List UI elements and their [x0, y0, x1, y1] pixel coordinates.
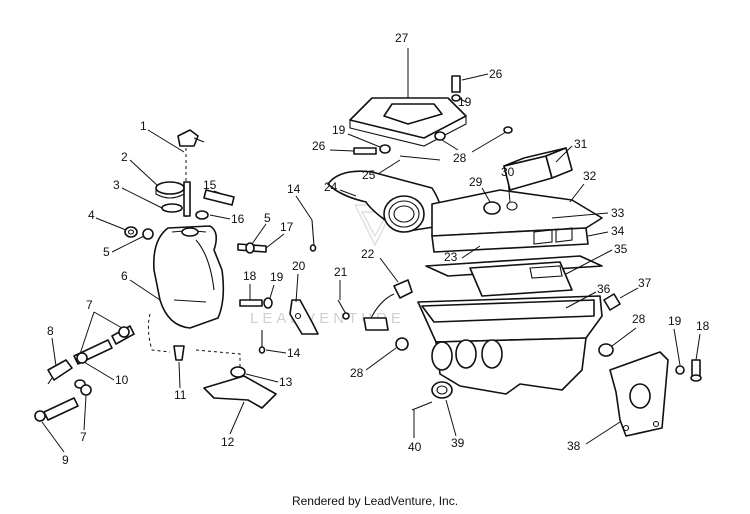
callout-19c: 19 — [332, 123, 346, 137]
callout-13: 13 — [279, 375, 293, 389]
callout-32: 32 — [583, 169, 597, 183]
callout-24: 24 — [324, 180, 338, 194]
callout-34: 34 — [611, 224, 625, 238]
callout-29: 29 — [469, 175, 483, 189]
callout-36: 36 — [597, 282, 611, 296]
callout-8: 8 — [47, 324, 54, 338]
callout-16: 16 — [231, 212, 245, 226]
callout-19d: 19 — [668, 314, 682, 328]
callout-5b: 5 — [103, 245, 110, 259]
callout-7a: 7 — [86, 298, 93, 312]
callout-25: 25 — [362, 168, 376, 182]
callout-6: 6 — [121, 269, 128, 283]
callout-28b: 28 — [350, 366, 364, 380]
callout-33: 33 — [611, 206, 625, 220]
callout-38: 38 — [567, 439, 581, 453]
airbox-assembly — [327, 75, 702, 437]
callout-11: 11 — [174, 388, 187, 402]
callout-35: 35 — [614, 242, 628, 256]
callout-1: 1 — [140, 119, 147, 133]
callout-17: 17 — [280, 220, 294, 234]
callout-37: 37 — [638, 276, 652, 290]
callout-20: 20 — [292, 259, 306, 273]
callout-23: 23 — [444, 250, 458, 264]
callout-26b: 26 — [312, 139, 326, 153]
callout-9: 9 — [62, 453, 69, 467]
callout-28a: 28 — [453, 151, 467, 165]
callout-10: 10 — [115, 373, 129, 387]
callout-14a: 14 — [287, 182, 301, 196]
callout-3: 3 — [113, 178, 120, 192]
watermark-text: LEADVENTURE — [250, 310, 405, 327]
callout-21: 21 — [334, 265, 348, 279]
callout-19b: 19 — [458, 95, 472, 109]
callout-4: 4 — [88, 208, 95, 222]
callout-14b: 14 — [287, 346, 301, 360]
callout-7b: 7 — [80, 430, 87, 444]
callout-26a: 26 — [489, 67, 503, 81]
fuel-tank-assembly — [34, 129, 319, 422]
footer-credit: Rendered by LeadVenture, Inc. — [291, 494, 459, 508]
callout-40: 40 — [408, 440, 422, 454]
callout-18a: 18 — [243, 269, 257, 283]
callout-18b: 18 — [696, 319, 710, 333]
callout-5a: 5 — [264, 211, 271, 225]
callout-30: 30 — [501, 165, 515, 179]
callout-12: 12 — [221, 435, 235, 449]
callout-28c: 28 — [632, 312, 646, 326]
callout-22: 22 — [361, 247, 375, 261]
callout-labels: 1 2 3 4 5 5 6 7 7 8 9 10 11 12 13 14 14 … — [41, 31, 710, 467]
watermark-logo: LEADVENTURE — [250, 204, 405, 327]
callout-27: 27 — [395, 31, 409, 45]
callout-15: 15 — [203, 178, 217, 192]
callout-31: 31 — [574, 137, 588, 151]
callout-39: 39 — [451, 436, 465, 450]
callout-2: 2 — [121, 150, 128, 164]
callout-19a: 19 — [270, 270, 284, 284]
